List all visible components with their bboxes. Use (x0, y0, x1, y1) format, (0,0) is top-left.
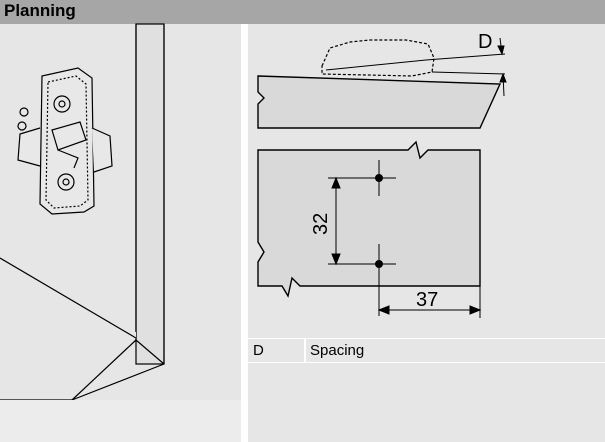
left-panel-footer (0, 400, 241, 442)
floor-edge-line (0, 257, 137, 339)
cabinet-floor (0, 332, 136, 400)
arrow-head (469, 305, 482, 315)
plate-edge-line (325, 59, 427, 71)
cabinet-illustration (0, 23, 165, 401)
dimension-vertical-label: 32 (310, 213, 332, 235)
side-view (257, 37, 507, 129)
arrow-head (497, 45, 505, 56)
page-header: Planning (0, 0, 605, 24)
arrow-head (499, 72, 507, 83)
legend-separator (304, 339, 306, 362)
dimension-horizontal-label: 37 (416, 289, 438, 311)
extension-line (431, 71, 506, 75)
hinge-plate-outline (321, 39, 435, 77)
floor-edge-line (71, 363, 165, 401)
arrow-head (377, 305, 390, 315)
door-panel-front (257, 140, 481, 298)
page-title: Planning (4, 1, 76, 20)
mounting-plate-icon (17, 67, 113, 215)
legend-value: Spacing (310, 342, 365, 359)
cabinet-wall (135, 23, 165, 365)
panel-divider (241, 24, 248, 442)
extension-line (425, 53, 506, 61)
dimension-d-label: D (478, 31, 492, 53)
floor-edge-line (71, 339, 137, 401)
legend-key: D (253, 342, 264, 359)
arrow-head (331, 176, 341, 189)
floor-edge-line (135, 339, 165, 365)
arrow-head (331, 253, 341, 266)
door-panel-side (257, 75, 502, 129)
legend-row: D Spacing (248, 338, 605, 363)
front-view (257, 140, 482, 318)
